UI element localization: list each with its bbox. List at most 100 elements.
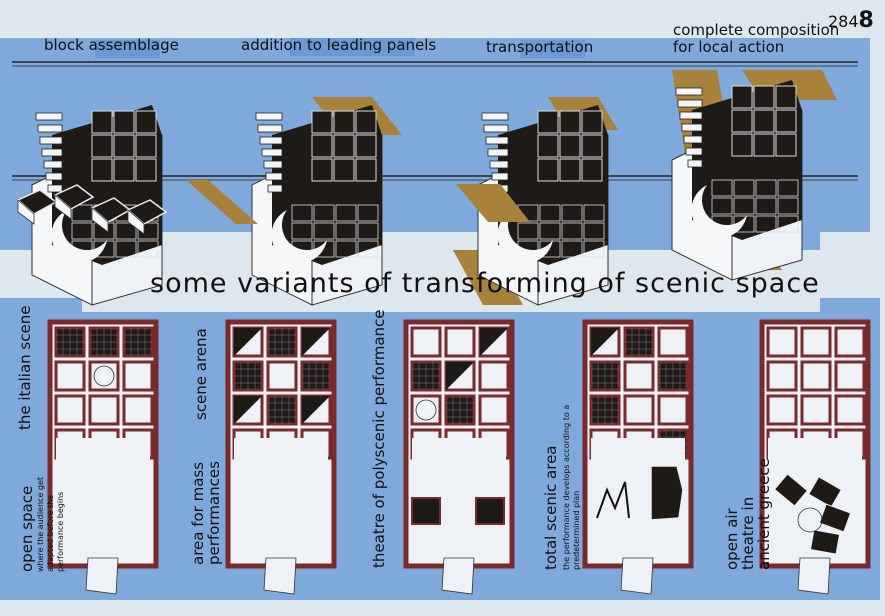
plan-open-area [56, 438, 150, 560]
variant-1-title: the italian scene [16, 305, 34, 430]
floor-grid-cell [517, 222, 539, 240]
face-panel [355, 134, 377, 158]
floor-grid-cell [733, 215, 755, 233]
plan-orchestra-circle [797, 507, 823, 533]
plan-open-area [234, 438, 328, 560]
floor-grid-cell [137, 240, 159, 258]
stair-step [681, 123, 703, 132]
plan-seating-block [809, 529, 841, 555]
plan-triangle [591, 328, 619, 356]
plan-cell [410, 394, 442, 426]
floor-grid-cell [711, 179, 733, 197]
stair-step [675, 87, 703, 96]
floor-grid-cell [733, 197, 755, 215]
stair-step [679, 111, 703, 120]
plate-number-digits: 284 [828, 12, 859, 31]
plan-cell [266, 360, 298, 392]
floor-grid-cell [313, 222, 335, 240]
plate-number-suffix: 8 [858, 8, 874, 33]
stair-step [47, 184, 63, 193]
variant-3-title: theatre of polyscenic performance [370, 309, 388, 568]
floor-grid-cell [115, 222, 137, 240]
face-panel [311, 110, 333, 134]
floor-grid-cell [291, 222, 313, 240]
face-panel [559, 134, 581, 158]
face-panel [113, 110, 135, 134]
plan-cell [800, 360, 832, 392]
crescent-shape [691, 185, 747, 239]
floor-grid-cell [561, 240, 583, 258]
stair-step [257, 124, 283, 133]
plan-entrance [85, 557, 119, 595]
plan-cell [88, 360, 120, 392]
plan-cell [122, 394, 154, 426]
label-highlight-3 [520, 40, 585, 58]
plan-entrance [620, 557, 654, 595]
face-panel [775, 109, 797, 133]
floor-grid-cell [711, 197, 733, 215]
stair-step [687, 159, 703, 168]
floor-grid-cell [115, 240, 137, 258]
face-panel [559, 110, 581, 134]
plan-circle [415, 399, 437, 421]
face-panel [537, 110, 559, 134]
main-title: some variants of transforming of scenic … [150, 268, 820, 299]
plate-number: 2848 [828, 8, 874, 33]
stair-step [489, 160, 509, 169]
floor-grid-cell [755, 197, 777, 215]
plan-cell [478, 394, 510, 426]
plan-entrance [797, 557, 831, 595]
plan-cell [478, 360, 510, 392]
stair-step [485, 136, 509, 145]
plan-triangle [446, 362, 474, 390]
stair-step [267, 184, 283, 193]
plan-cell [410, 326, 442, 358]
variant-5-label: open air theatre in ancient greece [723, 458, 773, 570]
stair-step [683, 135, 703, 144]
face-panel [311, 134, 333, 158]
plan-cell [122, 360, 154, 392]
face-panel [753, 133, 775, 157]
face-panel [537, 134, 559, 158]
plan-circle [93, 365, 115, 387]
face-panel [731, 133, 753, 157]
isometric-assembly [671, 70, 837, 281]
floor-grid-cell [71, 222, 93, 240]
plan-triangle [302, 328, 330, 356]
floor-grid-cell [777, 197, 799, 215]
floor-grid-cell [561, 204, 583, 222]
loose-cube-side [127, 209, 145, 235]
face-panel [775, 85, 797, 109]
isometric-assembly [453, 97, 618, 306]
face-panel [355, 110, 377, 134]
floor-grid-cell [539, 204, 561, 222]
loose-cube-side [54, 194, 72, 220]
plan-seating-block [818, 503, 852, 533]
plan-stage-block [411, 497, 441, 525]
plan-cell [800, 394, 832, 426]
gold-floating-panel-2 [456, 184, 530, 222]
face-panel [355, 158, 377, 182]
plan-cell [657, 394, 689, 426]
isometric-assembly [251, 97, 402, 306]
plan-entrance [441, 557, 475, 595]
floor-grid-cell [335, 240, 357, 258]
crescent-shape [271, 210, 327, 264]
stair-step [685, 147, 703, 156]
face-panel [581, 158, 603, 182]
plan-seating-block [808, 476, 842, 508]
floor-grid-cell [583, 204, 605, 222]
stair-step [487, 148, 509, 157]
top-label-complete-composition: complete composition for local action [673, 21, 840, 56]
stair-step [41, 148, 63, 157]
floor-grid-cell [357, 240, 379, 258]
floor-grid-cell [313, 204, 335, 222]
floor-grid-cell [755, 215, 777, 233]
variant-2-title: scene arena [192, 328, 210, 420]
face-panel [333, 134, 355, 158]
top-label-transportation: transportation [486, 38, 594, 56]
plan-cell [623, 394, 655, 426]
loose-cube-side [91, 207, 109, 233]
floor-grid-cell [561, 222, 583, 240]
